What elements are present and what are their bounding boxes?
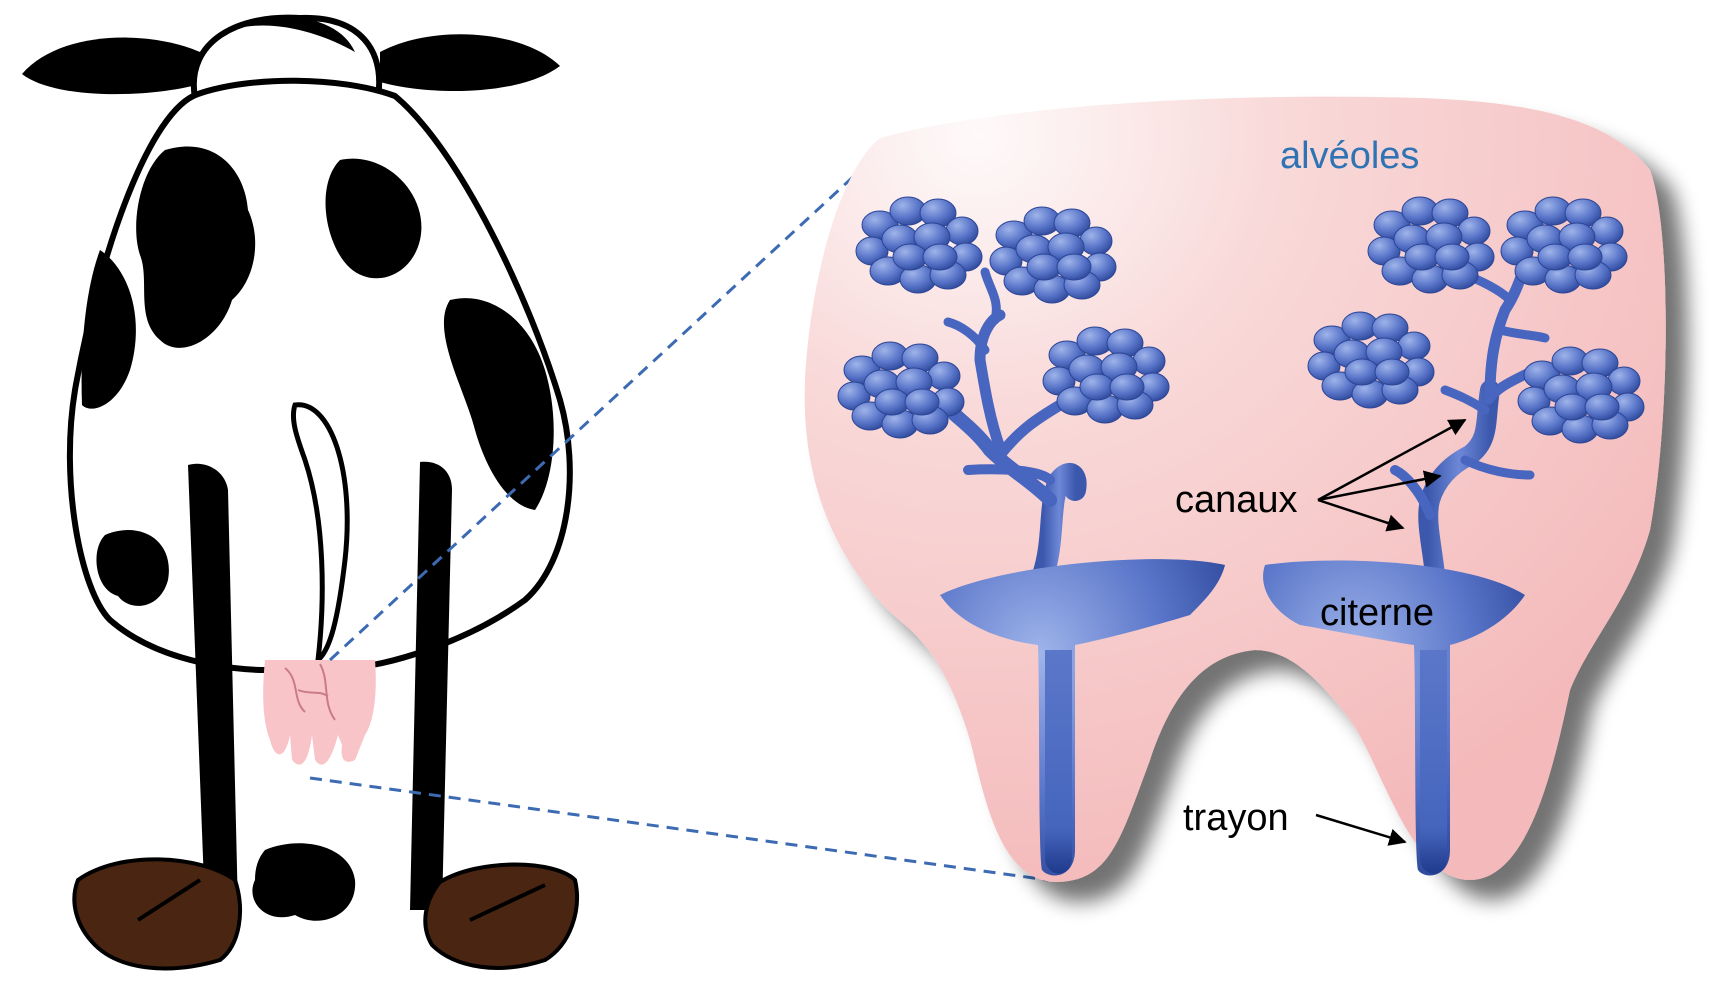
label-trayon: trayon	[1183, 797, 1289, 839]
cow-right-ear	[380, 34, 560, 91]
label-alveoles: alvéoles	[1280, 135, 1419, 177]
cow-spot	[252, 843, 355, 921]
trayon-arrow	[1316, 815, 1405, 842]
small-udder-icon	[263, 660, 376, 765]
cow-left-ear	[22, 38, 200, 95]
cow-rear-view-icon	[22, 16, 577, 968]
label-citerne: citerne	[1320, 592, 1434, 634]
label-canaux: canaux	[1175, 479, 1298, 521]
hoof-icon	[425, 865, 577, 968]
hoof-icon	[74, 859, 240, 968]
